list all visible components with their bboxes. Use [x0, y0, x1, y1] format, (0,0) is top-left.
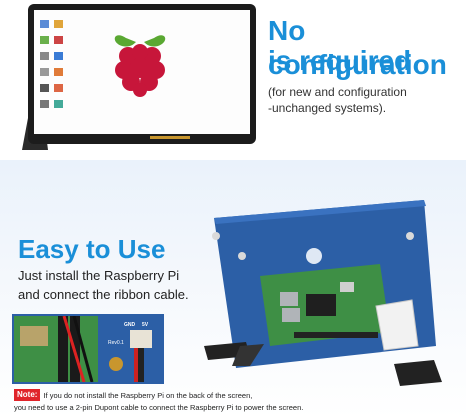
headline-easy-to-use: Easy to Use — [18, 234, 166, 264]
inset-photo-right: GND 5V Rev0.1 — [98, 314, 164, 384]
5v-label: 5V — [142, 322, 149, 328]
headline-no-config: No configuration — [268, 15, 447, 80]
mount-hole — [406, 232, 414, 240]
note-row: Note: If you do not install the Raspberr… — [14, 389, 252, 401]
raspberry-logo-icon — [114, 35, 166, 97]
mount-hole — [212, 232, 220, 240]
gpio-header — [294, 332, 378, 338]
mount-hole — [238, 252, 246, 260]
usb-port — [280, 292, 298, 306]
monitor-connector — [150, 136, 190, 139]
note-label: Note: — [14, 389, 41, 401]
power-connector-closeup — [109, 330, 152, 382]
stand-foot-right — [394, 360, 442, 386]
soc-chip — [306, 294, 336, 316]
body-line2: and connect the ribbon cable. — [18, 287, 189, 302]
subtext-line1: (for new and configuration — [268, 85, 407, 99]
top-section: No configuration is required (for new an… — [0, 0, 466, 160]
sticker — [306, 248, 322, 264]
inset-photo-left — [12, 314, 100, 384]
body-line1: Just install the Raspberry Pi — [18, 268, 180, 283]
desktop-icons — [40, 20, 63, 108]
subtext-line2: -unchanged systems). — [268, 101, 387, 115]
connector — [340, 282, 354, 292]
screen-back-illustration — [204, 200, 442, 386]
usb-port — [282, 308, 300, 322]
monitor-illustration — [22, 4, 256, 150]
headline-is-required: is required — [268, 45, 412, 76]
rev-label: Rev0.1 — [108, 340, 124, 346]
gnd-label: GND — [124, 322, 136, 328]
note-line1: If you do not install the Raspberry Pi o… — [43, 390, 253, 400]
ribbon-cable — [375, 299, 419, 351]
pi-gpio-closeup — [14, 316, 98, 382]
note-line2: you need to use a 2-pin Dupont cable to … — [14, 403, 304, 412]
